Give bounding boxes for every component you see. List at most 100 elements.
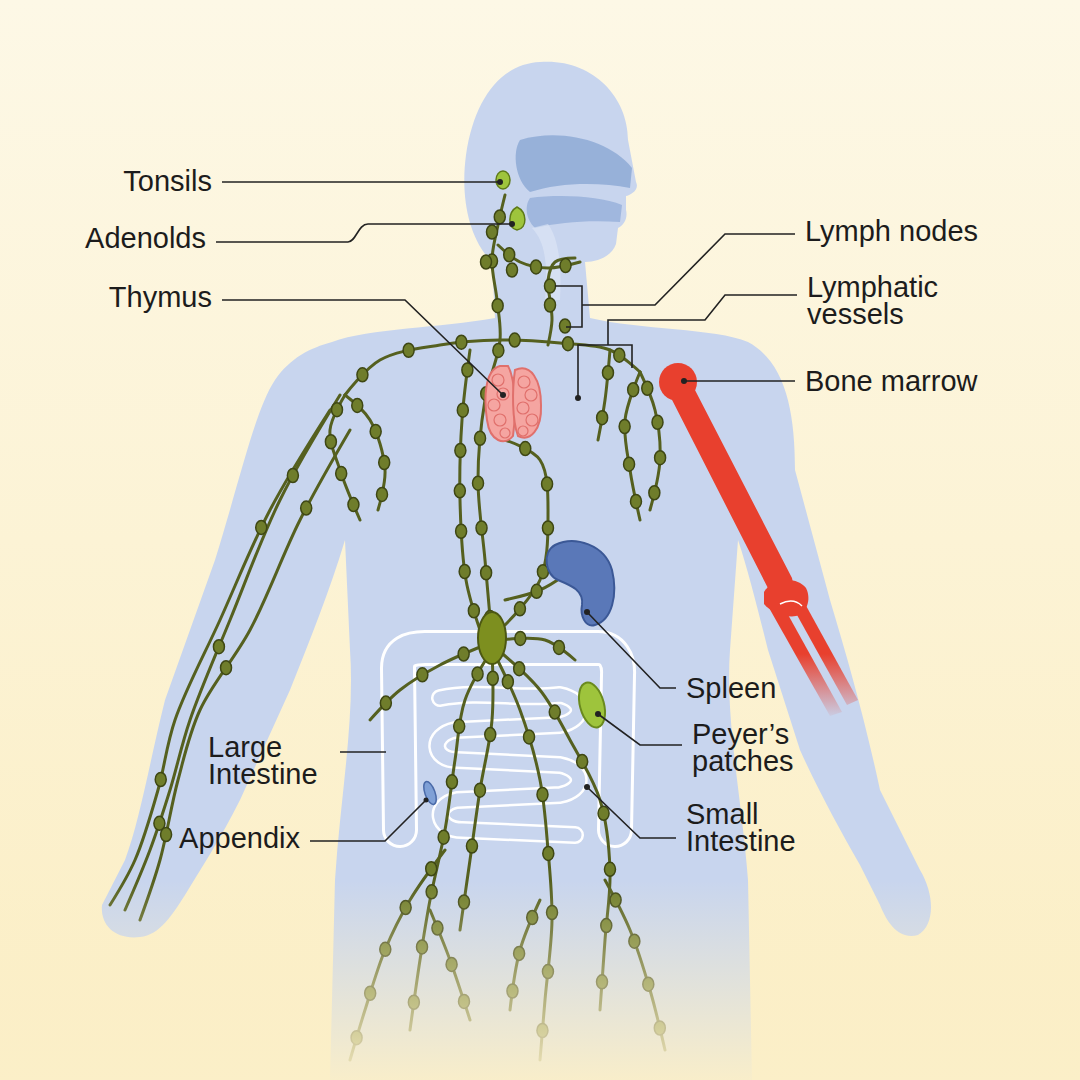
small-intestine-outline [437,695,579,835]
lymph-node [466,839,477,853]
lymph-node [161,827,172,841]
nasal-cavity [516,135,632,192]
lymph-node [531,584,542,598]
lymph-node [560,259,571,273]
lymph-node [370,424,381,438]
lymphatic-vessel [110,410,330,905]
lymph-node [485,728,496,742]
lymph-node [213,640,224,654]
lymph-node [376,487,387,501]
lymph-node [628,383,639,397]
thymus-lobules [488,374,538,438]
lymph-node [493,343,504,357]
leader-line [587,612,676,688]
lymph-node [614,348,625,362]
leader-line [310,800,426,841]
lymph-node [553,640,564,654]
lymph-node [473,476,484,490]
lymph-node [502,675,513,689]
lymph-node [515,631,526,645]
lymph-node [331,403,342,417]
lymph-node [514,662,525,676]
lymph-node [456,335,467,349]
leader-dots [424,179,688,803]
adenoid [510,207,525,230]
part-label: Lymphatic vessels [807,274,967,328]
tonsil [496,171,510,189]
part-label: Bone marrow [805,368,977,395]
lymph-node [352,398,363,412]
lymph-node [459,564,470,578]
spleen [547,541,615,625]
lymph-node [560,319,571,333]
lymph-node [549,705,560,719]
lymph-node [652,415,663,429]
bottom-wash [0,880,1080,1080]
lymph-node [474,783,485,797]
lymph-node [458,647,469,661]
lymph-node [457,403,468,417]
lymph-node [520,442,531,456]
arm-bones [659,363,858,716]
peyers-patches [574,680,609,731]
lymph-node [403,343,414,357]
leader-line [222,300,503,395]
lymph-node [472,667,483,681]
leader-line [216,224,512,242]
leader-line [587,787,676,838]
lymph-node [417,668,428,682]
lymph-node [325,435,336,449]
lymph-node [256,520,267,534]
lymph-node [514,602,525,616]
forearm-bone [792,602,858,705]
lymph-node [468,604,479,618]
part-label: Spleen [686,675,776,702]
lymph-node [577,754,588,768]
part-label: Appendix [179,825,300,852]
lymph-node [545,298,556,312]
lymph-node [492,299,503,313]
leader-line [578,295,797,398]
part-label: Small Intestine [686,801,821,855]
lymph-node [379,455,390,469]
lymph-node [481,566,492,580]
airway [516,135,632,300]
lymph-node [597,411,608,425]
lymph-node [475,431,486,445]
lymph-node [602,366,613,380]
lymph-node [630,494,641,508]
lymph-node [287,469,298,483]
lymph-node [598,806,609,820]
part-label: Lymph nodes [805,218,978,245]
oral-cavity [527,196,622,228]
lymph-node [619,420,630,434]
lymph-node [438,830,449,844]
lymph-node [649,486,660,500]
lymph-node [604,862,615,876]
intestines [398,648,618,835]
joint-line [780,601,802,606]
lymphatic-vessel [125,395,340,910]
lymph-node [545,279,556,293]
leader-line [340,751,386,753]
lymph-node [487,671,498,685]
lymph-node [155,772,166,786]
lymph-node [348,498,359,512]
lymph-node [642,381,653,395]
lymph-node [543,846,554,860]
lymph-node [380,696,391,710]
lymph-node [221,661,232,675]
part-label: Large Intestine [208,734,343,788]
lymph-node [507,263,518,277]
lymph-node [357,368,368,382]
humerus-shaft [668,384,793,597]
lymph-node [537,788,548,802]
part-label: Adenolds [85,225,206,252]
part-label: Peyer’s patches [692,721,812,775]
leader-line [222,181,500,183]
lymph-node [301,501,312,515]
part-label: Thymus [109,284,212,311]
lymph-node [454,719,465,733]
